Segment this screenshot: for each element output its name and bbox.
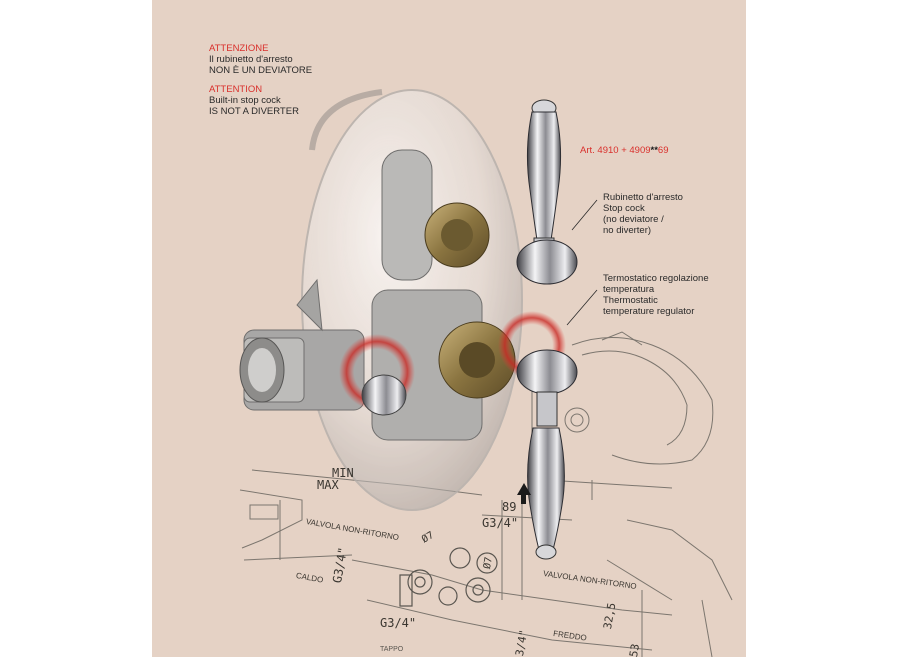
callout-thermo-line: temperatura: [603, 284, 655, 295]
dim-g34-top: G3/4": [482, 516, 519, 530]
warning-it-title: ATTENZIONE: [209, 43, 269, 54]
drawing-label-min: MIN: [332, 466, 354, 480]
up-arrow-icon: [517, 483, 531, 495]
callout-thermostatic: Termostatico regolazione temperatura The…: [603, 273, 709, 317]
article-number: Art. 4910 + 4909**69: [580, 145, 669, 156]
product-panel: MIN MAX VALVOLA NON-RITORNO VALVOLA NON-…: [152, 0, 746, 657]
leader-stop: [571, 199, 598, 231]
drawing-label-max: MAX: [317, 478, 339, 492]
dim-89: 89: [502, 500, 517, 514]
callout-thermo-line: Thermostatic: [603, 295, 658, 306]
technical-drawing: [239, 331, 733, 657]
warning-en-line1: Built-in stop cock: [209, 95, 281, 106]
warning-en-title: ATTENTION: [209, 84, 263, 95]
warning-en-line2: IS NOT A DIVERTER: [209, 106, 299, 117]
lower-lever-handle: [516, 349, 578, 560]
warning-it-line2: NON È UN DEVIATORE: [209, 65, 313, 76]
product-illustration: [239, 89, 733, 657]
callout-stop-line: Rubinetto d'arresto: [603, 192, 683, 203]
dim-53: 53: [627, 642, 643, 657]
drawing-valves: [399, 547, 498, 607]
warning-it-line1: Il rubinetto d'arresto: [209, 54, 293, 65]
callout-stop-line: no diverter): [603, 225, 652, 236]
article-stars: **: [650, 145, 658, 156]
callout-thermo-line: temperature regulator: [603, 306, 695, 317]
drawing-label-tappo: TAPPO: [380, 646, 404, 653]
dim-o7-right: Ø7: [482, 556, 495, 570]
warning-english: ATTENTION Built-in stop cock IS NOT A DI…: [209, 84, 299, 117]
callout-thermo-line: Termostatico regolazione: [603, 273, 709, 284]
dim-g34-bottom: G3/4": [380, 616, 417, 630]
upper-lever-handle: [516, 99, 578, 285]
warning-italian: ATTENZIONE Il rubinetto d'arresto NON È …: [209, 43, 312, 76]
leader-thermo: [566, 289, 598, 326]
article-suffix: 69: [657, 145, 669, 156]
callout-stop-line: Stop cock: [603, 203, 645, 214]
article-prefix: Art. 4910 + 4909: [580, 145, 651, 156]
callout-stop-cock: Rubinetto d'arresto Stop cock (no deviat…: [603, 192, 683, 236]
callout-stop-line: (no deviatore /: [603, 214, 664, 225]
